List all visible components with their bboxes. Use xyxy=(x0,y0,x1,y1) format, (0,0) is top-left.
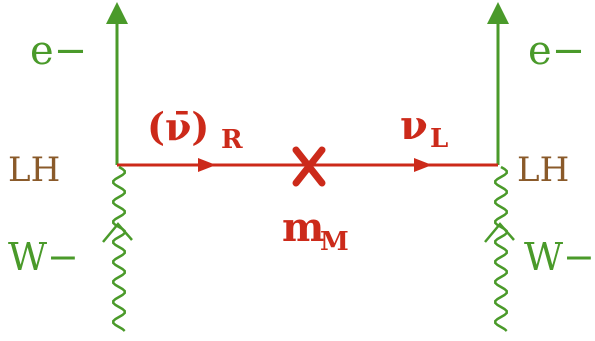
left-neutrino-subscript: R xyxy=(221,125,243,155)
mass-label: m M xyxy=(282,204,349,257)
mass-symbol: m xyxy=(282,204,324,251)
right-neutrino-symbol: ν xyxy=(400,102,428,149)
left-neutrino-arrow-icon xyxy=(198,158,216,172)
left-w-boson-line xyxy=(112,165,126,332)
right-w-label: W− xyxy=(524,235,595,279)
left-electron-label: e− xyxy=(30,28,87,74)
mass-subscript: M xyxy=(320,227,349,257)
right-electron-arrow-icon xyxy=(487,2,509,24)
left-w-label: W− xyxy=(8,235,79,279)
left-neutrino-label: (ν̄) R xyxy=(147,104,243,155)
left-helicity-label: LH xyxy=(8,150,60,190)
right-neutrino-arrow-icon xyxy=(414,158,432,172)
left-w-arrow-icon xyxy=(102,222,133,243)
right-neutrino-subscript: L xyxy=(430,124,448,154)
left-electron-arrow-icon xyxy=(106,2,128,24)
right-w-boson-line xyxy=(494,165,508,332)
left-neutrino-symbol: (ν̄) xyxy=(147,104,209,149)
right-w-arrow-icon xyxy=(484,222,515,243)
right-neutrino-label: ν L xyxy=(400,102,448,154)
right-electron-label: e− xyxy=(528,28,585,74)
mass-insertion-cross-icon xyxy=(292,146,326,187)
right-helicity-label: LH xyxy=(517,150,569,190)
